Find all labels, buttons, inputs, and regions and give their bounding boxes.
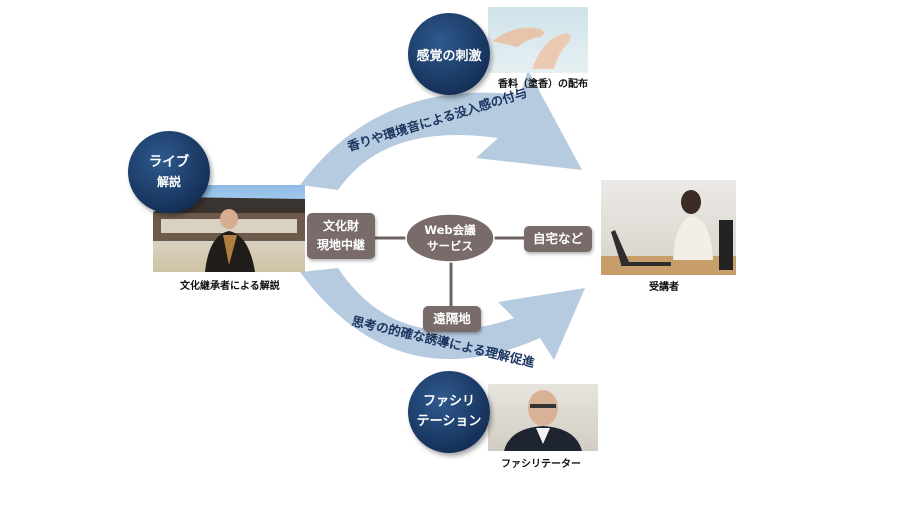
caption-facilitator: ファシリテーター — [501, 459, 581, 470]
facilitator-photo — [488, 384, 598, 451]
badge-live-line1: ライブ — [148, 154, 190, 170]
top-curved-arrow — [300, 70, 582, 190]
participant-photo — [601, 180, 736, 275]
caption-participant: 受講者 — [649, 282, 679, 293]
chair — [719, 220, 733, 270]
hand-shape — [492, 27, 544, 47]
badge-facilitation: ファシリ テーション — [408, 371, 490, 453]
temple-commentator-photo — [153, 185, 305, 272]
hub-label-line1: Web会議 — [424, 223, 476, 237]
badge-live-commentary: ライブ 解説 — [128, 131, 210, 213]
person-body — [673, 216, 713, 260]
badge-live-line2: 解説 — [156, 175, 181, 189]
facilitator-shirt — [536, 428, 550, 444]
caption-commentator: 文化継承者による解説 — [180, 281, 280, 292]
caption-incense: 香料（塗香）の配布 — [498, 79, 588, 90]
badge-facilitation-line1: ファシリ — [422, 394, 475, 409]
web-conference-hub — [405, 213, 495, 263]
node-remote-label: 遠隔地 — [433, 311, 471, 326]
node-heritage-site-relay: 文化財 現地中継 — [307, 213, 375, 259]
node-home: 自宅など — [524, 226, 592, 252]
monk-stole — [223, 235, 237, 265]
facilitator-glasses — [530, 404, 556, 408]
laptop — [611, 230, 671, 266]
badge-sensory-label: 感覚の刺激 — [416, 48, 482, 64]
badge-sensory-stimulation: 感覚の刺激 — [408, 13, 490, 95]
hand-shape — [532, 33, 571, 69]
node-remote: 遠隔地 — [423, 306, 481, 332]
badge-facilitation-line2: テーション — [416, 414, 482, 429]
incense-hands-photo — [488, 7, 588, 73]
node-home-label: 自宅など — [532, 231, 583, 246]
node-site-line1: 文化財 — [322, 219, 359, 233]
bottom-curved-arrow — [300, 268, 585, 360]
node-site-line2: 現地中継 — [316, 238, 365, 252]
person-head — [681, 190, 701, 214]
hub-label-line2: サービス — [427, 239, 473, 253]
monk-head — [220, 209, 238, 229]
